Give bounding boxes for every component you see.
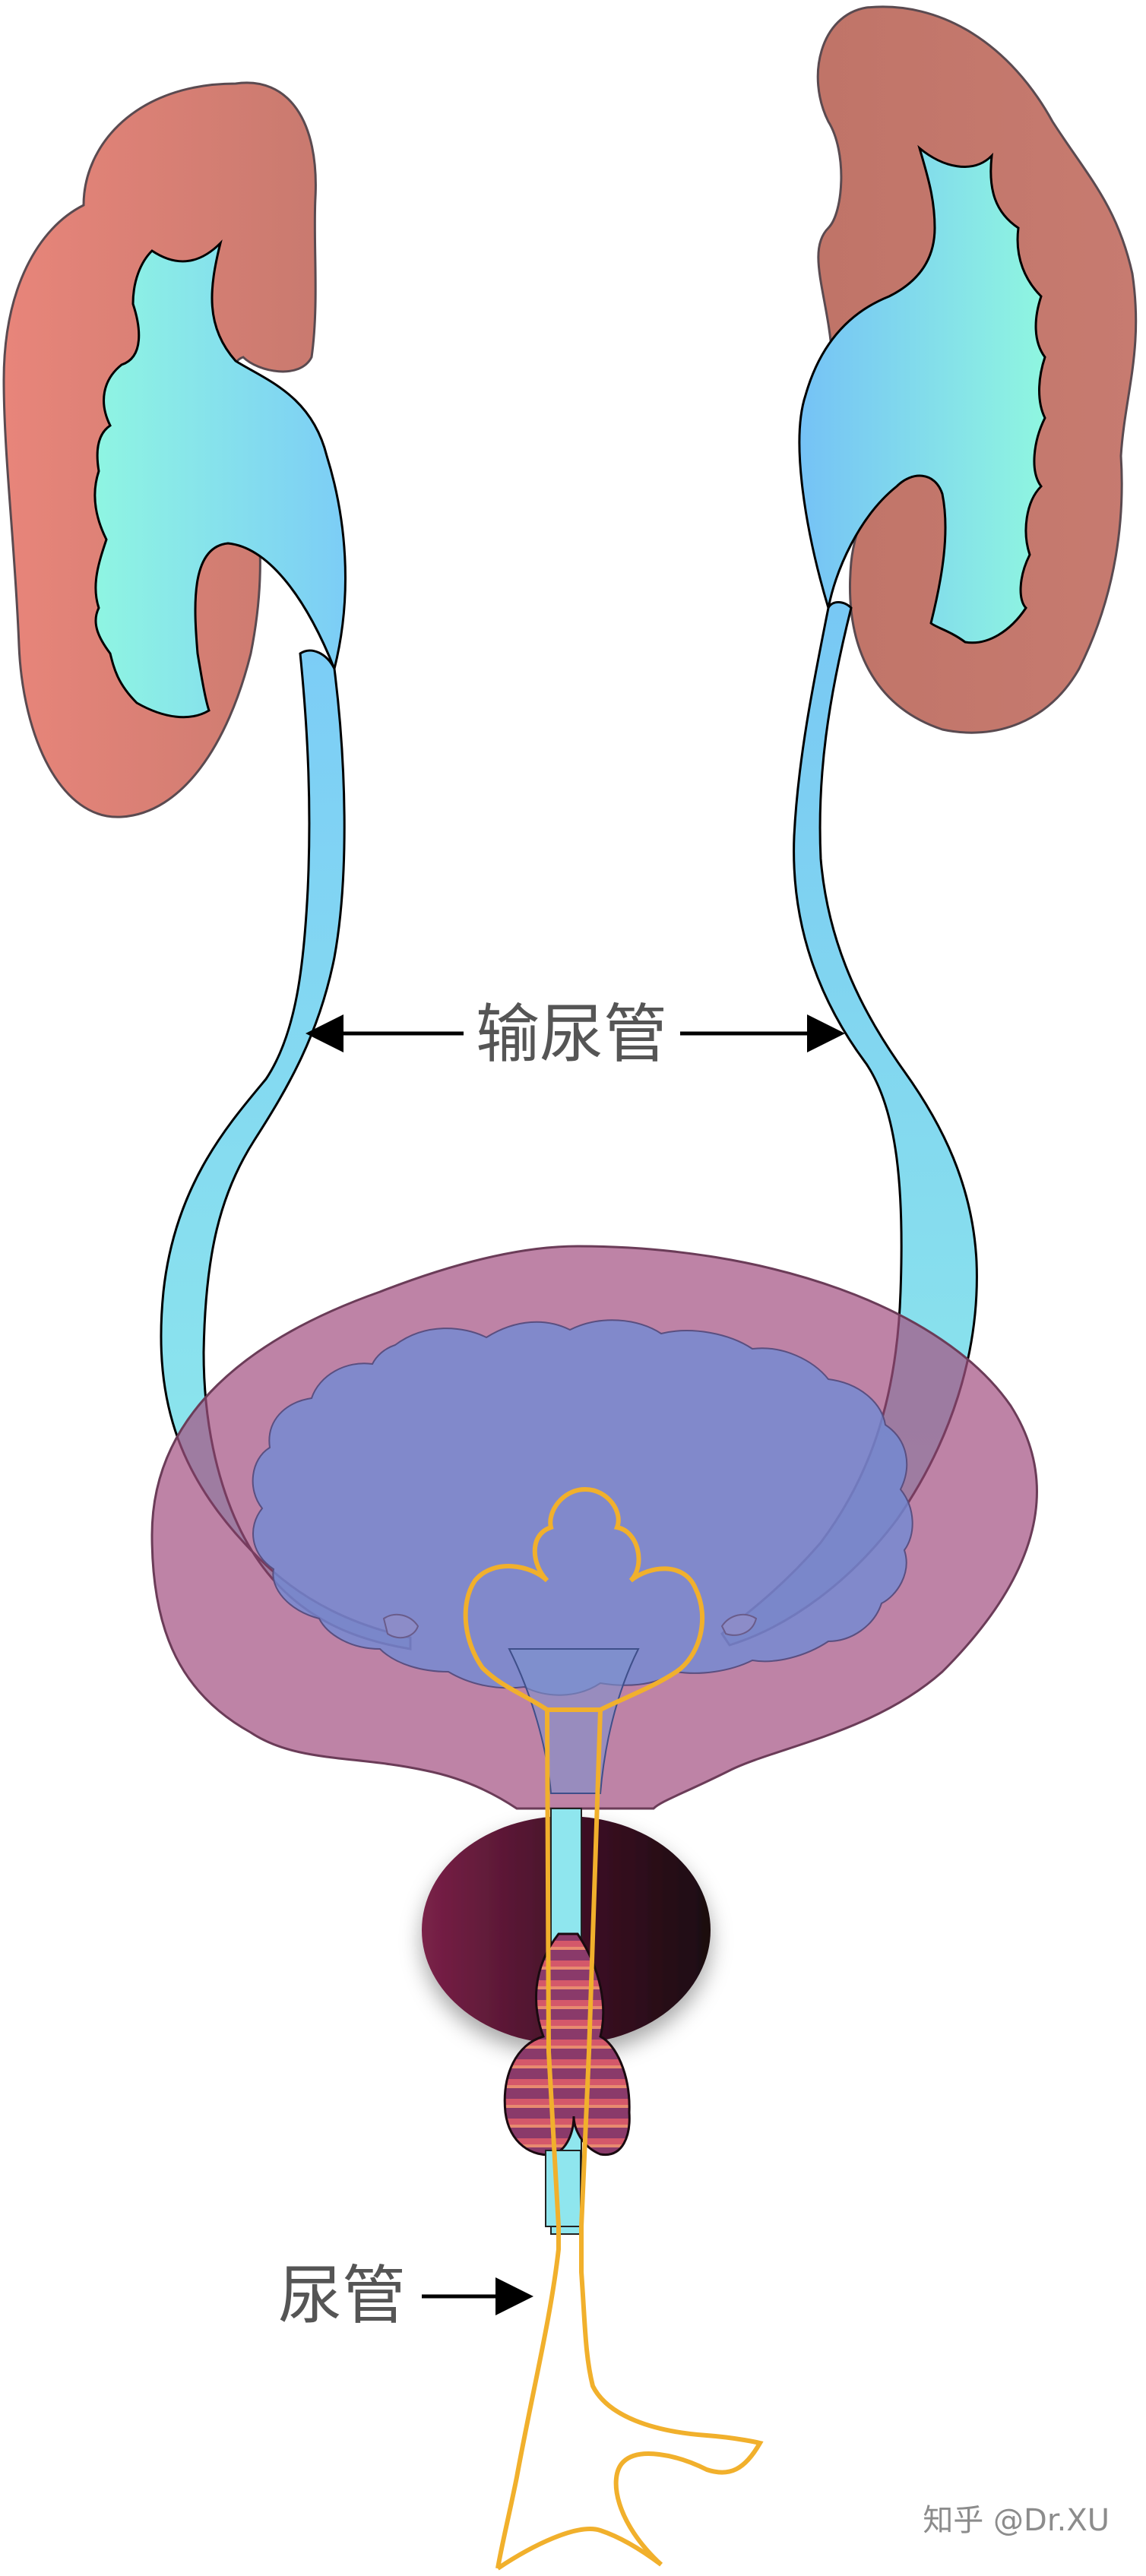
membranous-urethra <box>545 2150 581 2227</box>
catheter-funnel <box>496 2527 663 2571</box>
catheter-tube-right <box>579 1709 764 2567</box>
left-ureteral-orifice <box>382 1613 419 1639</box>
watermark: 知乎 @Dr.XU <box>923 2503 1110 2538</box>
ureter-label: 输尿管 <box>476 997 667 1071</box>
catheter-tube-left <box>495 1709 561 2569</box>
urethra-label: 尿管 <box>278 2258 406 2333</box>
catheter-balloon <box>463 1486 705 1712</box>
urethral-sphincter <box>503 1932 631 2157</box>
bladder-inner-cavity <box>252 1319 913 1696</box>
right-renal-pelvis <box>798 144 1046 644</box>
left-renal-pelvis <box>93 239 347 719</box>
right-ureteral-orifice <box>720 1613 758 1636</box>
